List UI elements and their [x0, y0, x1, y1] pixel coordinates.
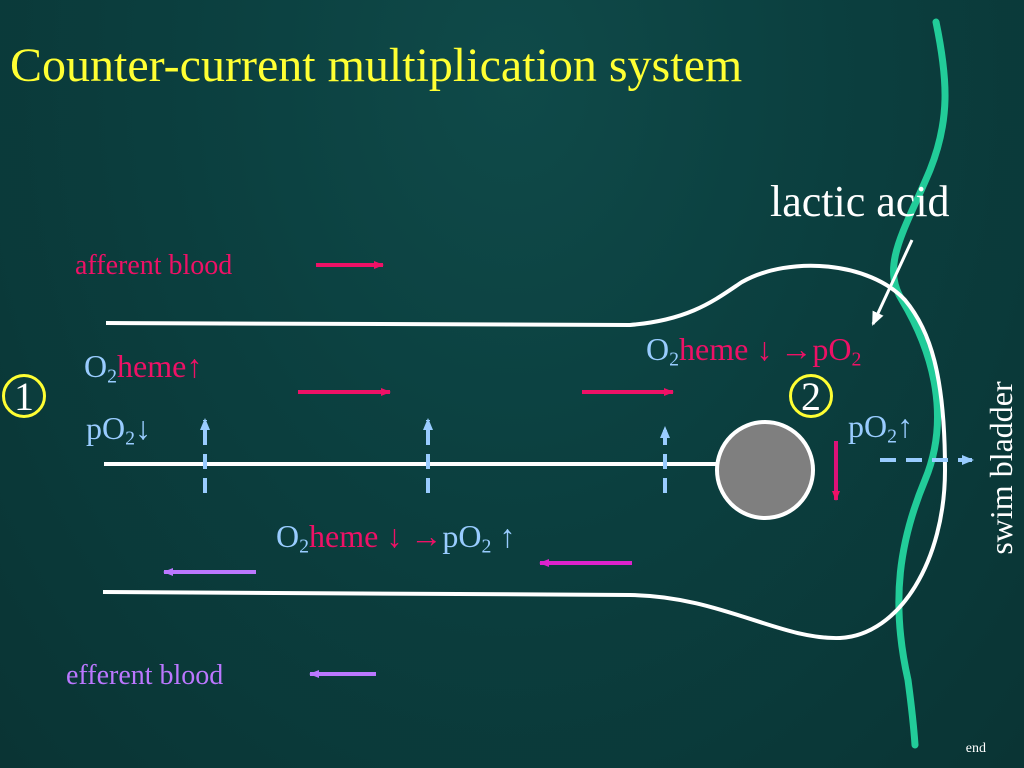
page-title: Counter-current multiplication system — [10, 39, 743, 92]
equation-left-top: O2heme↑ — [84, 348, 203, 386]
lactic-acid-pointer — [871, 239, 914, 326]
down-arrow-symbol: ↓ — [135, 410, 152, 446]
equation-middle: O2heme ↓ →pO2 ↑ — [276, 518, 516, 556]
right-arrow-symbol: → — [780, 331, 813, 367]
po-text: pO — [812, 331, 852, 367]
up-arrow-symbol: ↑ — [186, 348, 203, 384]
right-arrow-symbol: → — [410, 518, 443, 554]
po-text: pO — [848, 408, 888, 444]
down-arrow-symbol: ↓ — [756, 331, 781, 367]
gas-gland — [715, 420, 815, 520]
heme-text: heme — [309, 518, 387, 554]
oxygen-symbol: O — [646, 331, 670, 367]
marker-one: 1 — [2, 374, 46, 419]
end-link[interactable]: end — [965, 741, 986, 756]
down-arrow-symbol: ↓ — [386, 518, 411, 554]
marker-two: 2 — [789, 374, 833, 419]
po-subscript: 2 — [125, 427, 136, 450]
afferent-blood-label: afferent blood — [75, 250, 233, 281]
up-arrow-symbol: ↑ — [491, 518, 516, 554]
oxygen-symbol: O — [84, 348, 108, 384]
up-arrow-symbol: ↑ — [897, 408, 914, 444]
efferent-blood-label: efferent blood — [66, 660, 224, 691]
rete-outline — [102, 263, 948, 641]
po-subscript: 2 — [851, 348, 862, 371]
swim-bladder-membrane — [890, 18, 949, 749]
oxygen-symbol: O — [276, 518, 300, 554]
oxygen-subscript: 2 — [299, 535, 310, 558]
oxygen-subscript: 2 — [669, 348, 680, 371]
heme-text: heme — [117, 348, 187, 384]
heme-text: heme — [679, 331, 757, 367]
equation-left-bottom: pO2↓ — [86, 410, 152, 448]
swim-bladder-label: swim bladder — [983, 381, 1019, 555]
po-subscript: 2 — [887, 425, 898, 448]
po-subscript: 2 — [481, 535, 492, 558]
oxygen-subscript: 2 — [107, 365, 118, 388]
po-text: pO — [442, 518, 482, 554]
po-text: pO — [86, 410, 126, 446]
equation-right-mid: pO2↑ — [848, 408, 914, 446]
lactic-acid-label: lactic acid — [770, 177, 950, 226]
equation-right-top: O2heme ↓ →pO2 — [646, 331, 861, 369]
